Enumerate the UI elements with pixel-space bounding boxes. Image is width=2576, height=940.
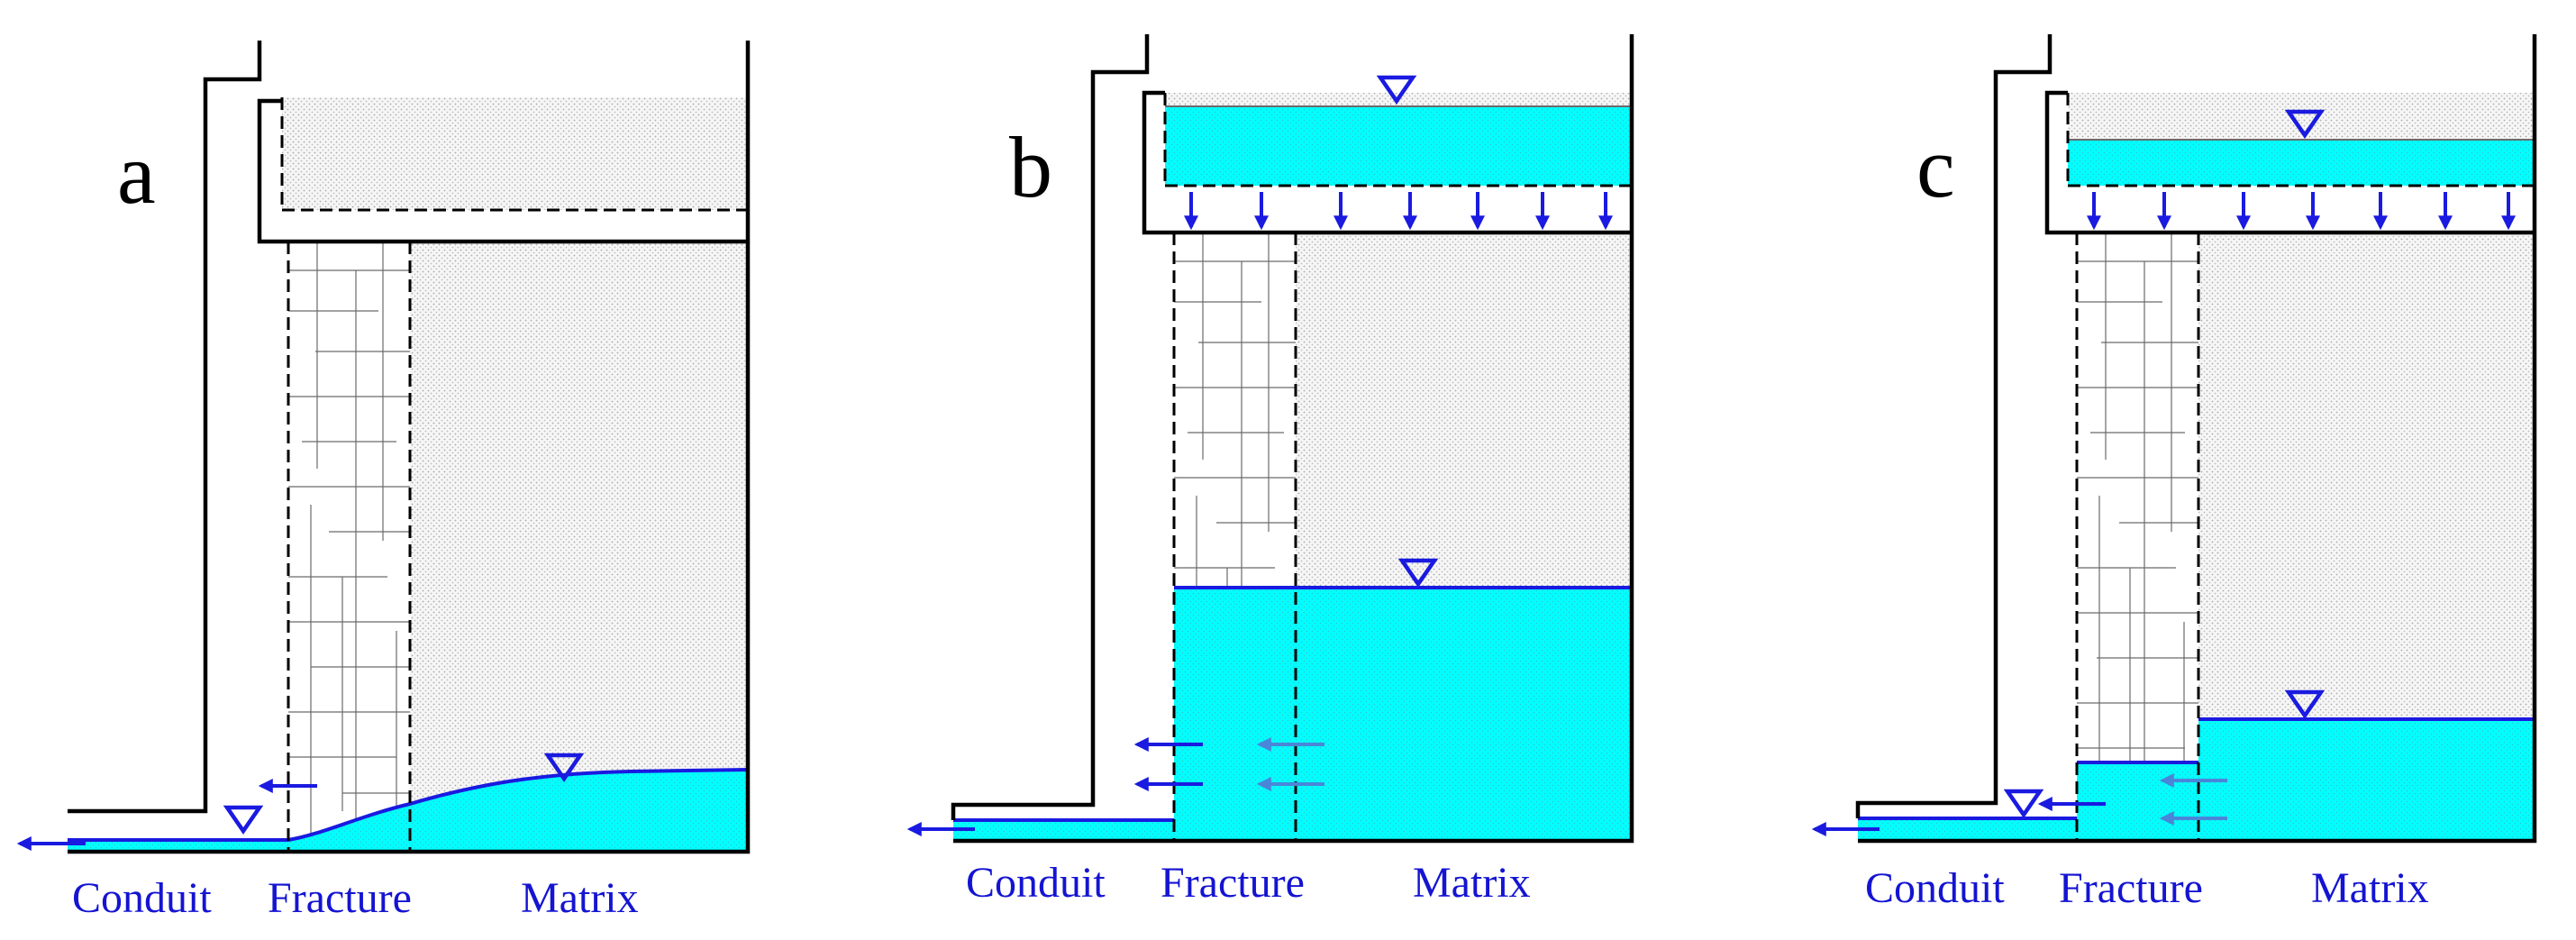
water-level-triangle-icon <box>2003 789 2044 818</box>
water-surface-a <box>68 768 749 842</box>
water-level-triangle-icon <box>2284 109 2326 139</box>
water-level-triangle-icon <box>1376 75 1417 105</box>
storage-floor-b <box>1163 93 1632 187</box>
matrix-a <box>410 242 748 852</box>
storage-a <box>282 97 748 210</box>
panel-b: b Conduit Fracture Matrix <box>906 34 1634 907</box>
conduit-water-c <box>1858 818 2077 841</box>
water-level-triangle-icon <box>2284 689 2326 719</box>
label-fracture: Fracture <box>2059 864 2203 912</box>
label-matrix: Matrix <box>2311 864 2429 912</box>
conduit-water-b <box>953 820 1174 841</box>
panel-letter: c <box>1916 119 1955 215</box>
conduit-wall-a <box>68 41 751 854</box>
label-conduit: Conduit <box>72 874 212 922</box>
epikarst-wall-b <box>1142 90 1632 235</box>
label-fracture: Fracture <box>1161 859 1305 907</box>
fracture-a <box>288 242 410 852</box>
panel-c: c Conduit Fracture Matrix <box>1811 34 2537 912</box>
fracture-grid-c <box>2077 233 2198 841</box>
label-fracture: Fracture <box>268 874 412 922</box>
epikarst-wall-c <box>2044 90 2535 235</box>
panel-letter: b <box>1009 119 1052 215</box>
zone-divider-c <box>2075 233 2200 841</box>
water-level-triangle-icon <box>543 753 585 782</box>
water-b <box>1174 588 1632 841</box>
label-matrix: Matrix <box>1413 859 1531 907</box>
label-matrix: Matrix <box>521 874 639 922</box>
zone-divider-a <box>287 242 412 852</box>
water-level-triangle-icon <box>1397 558 1439 588</box>
label-conduit: Conduit <box>1865 864 2005 912</box>
panel-letter: a <box>117 125 156 222</box>
water-matrix-c <box>2198 719 2535 841</box>
conduit-wall-b <box>951 34 1634 844</box>
zone-divider-b <box>1172 233 1297 841</box>
conduit-wall-c <box>1855 34 2537 844</box>
water-a <box>68 770 748 852</box>
recharge-arrows-c <box>2087 192 2516 231</box>
fracture-grid-a <box>288 242 410 852</box>
label-conduit: Conduit <box>966 859 1106 907</box>
panel-a: a Conduit Fracture Matrix <box>16 41 751 922</box>
storage-water-c <box>2068 140 2535 186</box>
fracture-c <box>2077 233 2198 841</box>
storage-floor-a <box>280 97 748 212</box>
water-level-triangle-icon <box>223 805 264 835</box>
storage-water-b <box>1165 106 1632 186</box>
epikarst-wall-a <box>257 98 748 244</box>
water-fracture-c <box>2077 762 2198 841</box>
recharge-arrows-b <box>1184 192 1613 231</box>
storage-floor-c <box>2066 93 2535 187</box>
